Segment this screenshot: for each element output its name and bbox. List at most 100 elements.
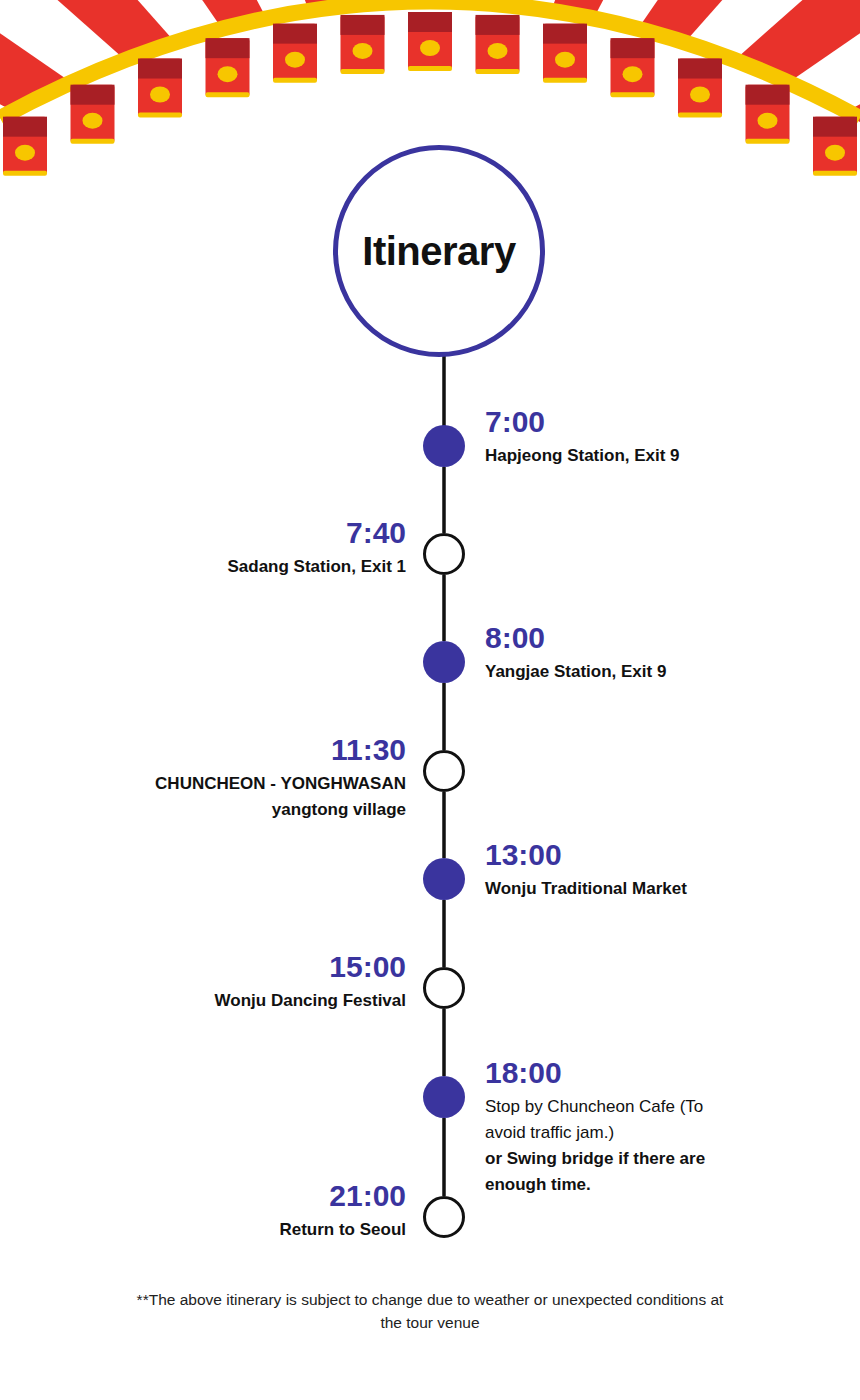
flag-hem xyxy=(341,69,385,74)
timeline-segment xyxy=(442,575,446,641)
place-label: CHUNCHEON - YONGHWASAN yangtong village xyxy=(136,771,406,823)
flag-shade xyxy=(476,15,520,35)
flag-hem xyxy=(476,69,520,74)
time-label: 7:40 xyxy=(227,516,406,550)
timeline-dot: 7:00Hapjeong Station, Exit 9 xyxy=(423,425,465,467)
tent-flag xyxy=(273,24,317,83)
timeline-dot: 21:00Return to Seoul xyxy=(423,1196,465,1238)
flag-shade xyxy=(3,117,47,137)
flag-body xyxy=(71,85,115,143)
time-label: 11:30 xyxy=(136,733,406,767)
flag-body xyxy=(746,85,790,143)
flag-hem xyxy=(273,78,317,83)
flag-hem xyxy=(206,92,250,97)
flag-dot xyxy=(758,113,778,129)
flag-hem xyxy=(138,113,182,118)
flag-body xyxy=(611,38,655,96)
flag-hem xyxy=(543,78,587,83)
flag-dot xyxy=(623,66,643,82)
place-label: Stop by Chuncheon Cafe (To avoid traffic… xyxy=(485,1094,735,1146)
time-label: 7:00 xyxy=(485,405,680,439)
tent-band xyxy=(0,2,860,119)
timeline-dot: 13:00Wonju Traditional Market xyxy=(423,858,465,900)
timeline-segment xyxy=(442,683,446,750)
timeline-segment xyxy=(442,467,446,533)
timeline-segment xyxy=(442,1118,446,1196)
flag-hem xyxy=(408,66,452,71)
flag-shade xyxy=(611,38,655,58)
timeline-stem xyxy=(442,355,446,428)
flag-shade xyxy=(746,85,790,105)
flag-hem xyxy=(71,139,115,144)
tent-flag xyxy=(611,38,655,97)
flag-body xyxy=(273,24,317,82)
place-label: Wonju Dancing Festival xyxy=(215,988,406,1014)
flag-body xyxy=(813,117,857,175)
flag-body xyxy=(476,15,520,73)
tent-flag xyxy=(408,12,452,71)
flag-hem xyxy=(3,171,47,176)
tent-flag xyxy=(71,85,115,144)
title: Itinerary xyxy=(362,229,515,274)
flag-dot xyxy=(353,43,373,59)
tent-flag xyxy=(138,59,182,118)
flag-dot xyxy=(83,113,103,129)
place-label: Return to Seoul xyxy=(279,1217,406,1243)
flag-body xyxy=(3,117,47,175)
stop-label: 13:00Wonju Traditional Market xyxy=(485,838,687,902)
timeline-dot: 18:00Stop by Chuncheon Cafe (To avoid tr… xyxy=(423,1076,465,1118)
timeline-dot: 7:40Sadang Station, Exit 1 xyxy=(423,533,465,575)
tent-flag xyxy=(813,117,857,176)
flag-dot xyxy=(150,87,170,103)
place-label: Hapjeong Station, Exit 9 xyxy=(485,443,680,469)
title-circle: Itinerary xyxy=(333,145,545,357)
place-label: Yangjae Station, Exit 9 xyxy=(485,659,666,685)
flag-body xyxy=(543,24,587,82)
tent-flag xyxy=(678,59,722,118)
flag-body xyxy=(138,59,182,117)
place-label: or Swing bridge if there are enough time… xyxy=(485,1146,735,1198)
flag-dot xyxy=(555,52,575,68)
time-label: 18:00 xyxy=(485,1056,735,1090)
stop-label: 7:40Sadang Station, Exit 1 xyxy=(227,516,406,580)
flag-shade xyxy=(543,24,587,44)
flag-shade xyxy=(138,59,182,79)
tent-flag xyxy=(206,38,250,97)
tent-flag xyxy=(3,117,47,176)
flag-shade xyxy=(71,85,115,105)
flag-body xyxy=(341,15,385,73)
timeline-dot: 8:00Yangjae Station, Exit 9 xyxy=(423,641,465,683)
tent-flag xyxy=(746,85,790,144)
flag-shade xyxy=(206,38,250,58)
time-label: 15:00 xyxy=(215,950,406,984)
time-label: 21:00 xyxy=(279,1179,406,1213)
time-label: 8:00 xyxy=(485,621,666,655)
stop-label: 21:00Return to Seoul xyxy=(279,1179,406,1243)
timeline-segment xyxy=(442,792,446,858)
flag-shade xyxy=(273,24,317,44)
flag-dot xyxy=(420,40,440,56)
stop-label: 18:00Stop by Chuncheon Cafe (To avoid tr… xyxy=(485,1056,735,1198)
flag-shade xyxy=(408,12,452,32)
time-label: 13:00 xyxy=(485,838,687,872)
flag-body xyxy=(206,38,250,96)
flag-dot xyxy=(218,66,238,82)
place-label: Wonju Traditional Market xyxy=(485,876,687,902)
flag-dot xyxy=(15,145,35,161)
flag-hem xyxy=(611,92,655,97)
stop-label: 8:00Yangjae Station, Exit 9 xyxy=(485,621,666,685)
flag-hem xyxy=(813,171,857,176)
flag-hem xyxy=(746,139,790,144)
flag-dot xyxy=(690,87,710,103)
timeline-segment xyxy=(442,900,446,967)
timeline-segment xyxy=(442,1009,446,1076)
flag-dot xyxy=(285,52,305,68)
tent-flag xyxy=(543,24,587,83)
place-label: Sadang Station, Exit 1 xyxy=(227,554,406,580)
flag-dot xyxy=(488,43,508,59)
flag-body xyxy=(408,12,452,70)
flag-dot xyxy=(825,145,845,161)
timeline-dot: 11:30CHUNCHEON - YONGHWASAN yangtong vil… xyxy=(423,750,465,792)
stop-label: 7:00Hapjeong Station, Exit 9 xyxy=(485,405,680,469)
stop-label: 11:30CHUNCHEON - YONGHWASAN yangtong vil… xyxy=(136,733,406,823)
